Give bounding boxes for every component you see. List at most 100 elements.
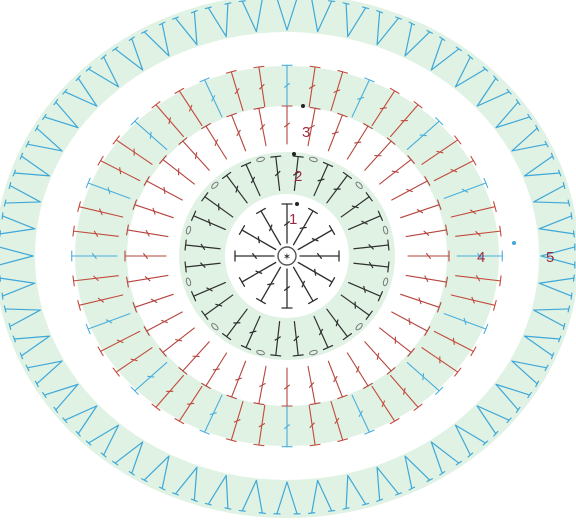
dc-top-bar [143, 326, 150, 336]
v-top-bar [572, 274, 575, 282]
dc-top-bar [454, 135, 462, 145]
v-top-bar [467, 54, 474, 60]
chain-stitch [309, 156, 318, 163]
dc-tick [311, 237, 319, 242]
dc-tick [318, 328, 324, 336]
v-top-bar [395, 492, 402, 496]
v-top-bar [467, 452, 474, 458]
chain-stitch [382, 277, 389, 287]
dc-tick [309, 422, 315, 429]
v-stitch [476, 77, 510, 107]
dc-tick [259, 382, 266, 388]
dc-top-bar [309, 65, 321, 69]
v-top-bar [224, 507, 232, 510]
dc-top-bar [377, 291, 384, 302]
v-stitch [207, 3, 229, 38]
dc-top-bar [377, 210, 384, 221]
dc-top-bar [199, 429, 210, 435]
v-stitch [241, 0, 263, 33]
dc-top-bar [240, 344, 252, 351]
dc-top-bar [389, 87, 400, 94]
v-top-bar [3, 199, 7, 207]
v-top-bar [53, 98, 59, 106]
v-top-bar [62, 417, 68, 424]
dc-top-bar [72, 275, 75, 287]
dc-top-bar [308, 207, 318, 215]
dc-top-bar [97, 155, 104, 166]
dc-top-bar [435, 386, 444, 395]
v-stitch [430, 38, 460, 71]
v-stitch [14, 155, 51, 177]
v-top-bar [376, 9, 384, 14]
dc-tick [105, 319, 113, 324]
v-top-bar [12, 335, 17, 343]
dc-top-bar [85, 323, 91, 335]
dc-top-bar [178, 137, 188, 145]
dc-top-bar [126, 276, 129, 288]
v-top-bar [258, 512, 266, 515]
v-top-bar [562, 181, 566, 190]
dc-tick [199, 262, 206, 269]
dc-top-bar [387, 239, 390, 251]
dc-top-bar [151, 101, 161, 109]
v-top-bar [140, 477, 148, 483]
dc-top-bar [199, 77, 210, 83]
v-top-bar [455, 460, 463, 466]
v-stitch [88, 424, 120, 456]
v-top-bar [527, 113, 533, 121]
dc-top-bar [159, 155, 167, 164]
dc-tick [331, 131, 339, 135]
dc-tick [283, 122, 291, 128]
dc-tick [187, 402, 195, 405]
v-top-bar [438, 470, 446, 476]
dc-top-bar [322, 344, 334, 351]
dc-tick [423, 230, 430, 236]
dc-top-bar [470, 155, 477, 166]
v-stitch [495, 383, 530, 411]
dc-top-bar [270, 354, 282, 357]
dc-tick [299, 226, 307, 230]
dc-tick [402, 387, 406, 395]
v-stitch [454, 56, 486, 88]
dc-tick [188, 104, 193, 112]
v-top-bar [1, 212, 4, 220]
dc-tick [149, 131, 152, 139]
dc-top-bar [201, 382, 211, 389]
v-stitch [114, 38, 144, 71]
dc-top-bar [238, 277, 246, 287]
v-top-bar [544, 140, 549, 148]
v-stitch [5, 185, 41, 204]
dc-tick [107, 187, 111, 195]
v-top-bar [515, 406, 521, 414]
dc-top-bar [184, 261, 187, 273]
dc-top-bar [77, 201, 81, 213]
dc-top-bar [328, 225, 336, 235]
round-label-1: 1 [289, 211, 297, 228]
v-top-bar [111, 460, 119, 466]
v-top-bar [455, 46, 463, 52]
dc-tick [194, 152, 198, 160]
chain-stitch [256, 349, 265, 356]
v-stitch [454, 424, 486, 456]
dc-tick [408, 317, 411, 326]
v-stitch [511, 360, 547, 385]
dc-top-bar [256, 207, 266, 215]
dc-tick [293, 171, 300, 176]
v-top-bar [562, 322, 566, 331]
dc-tick [97, 297, 105, 303]
dc-top-bar [386, 137, 396, 145]
v-stitch [540, 246, 575, 266]
v-top-bar [204, 6, 212, 10]
v-top-bar [544, 364, 549, 372]
v-top-bar [506, 88, 512, 95]
center-mark: ✶ [283, 252, 291, 263]
dc-top-bar [445, 224, 448, 236]
v-stitch [27, 127, 63, 152]
dc-tick [212, 368, 220, 371]
dc-top-bar [85, 177, 91, 189]
dc-top-bar [221, 333, 232, 341]
v-top-bar [85, 440, 92, 446]
dc-tick [376, 352, 380, 360]
v-top-bar [34, 124, 39, 132]
